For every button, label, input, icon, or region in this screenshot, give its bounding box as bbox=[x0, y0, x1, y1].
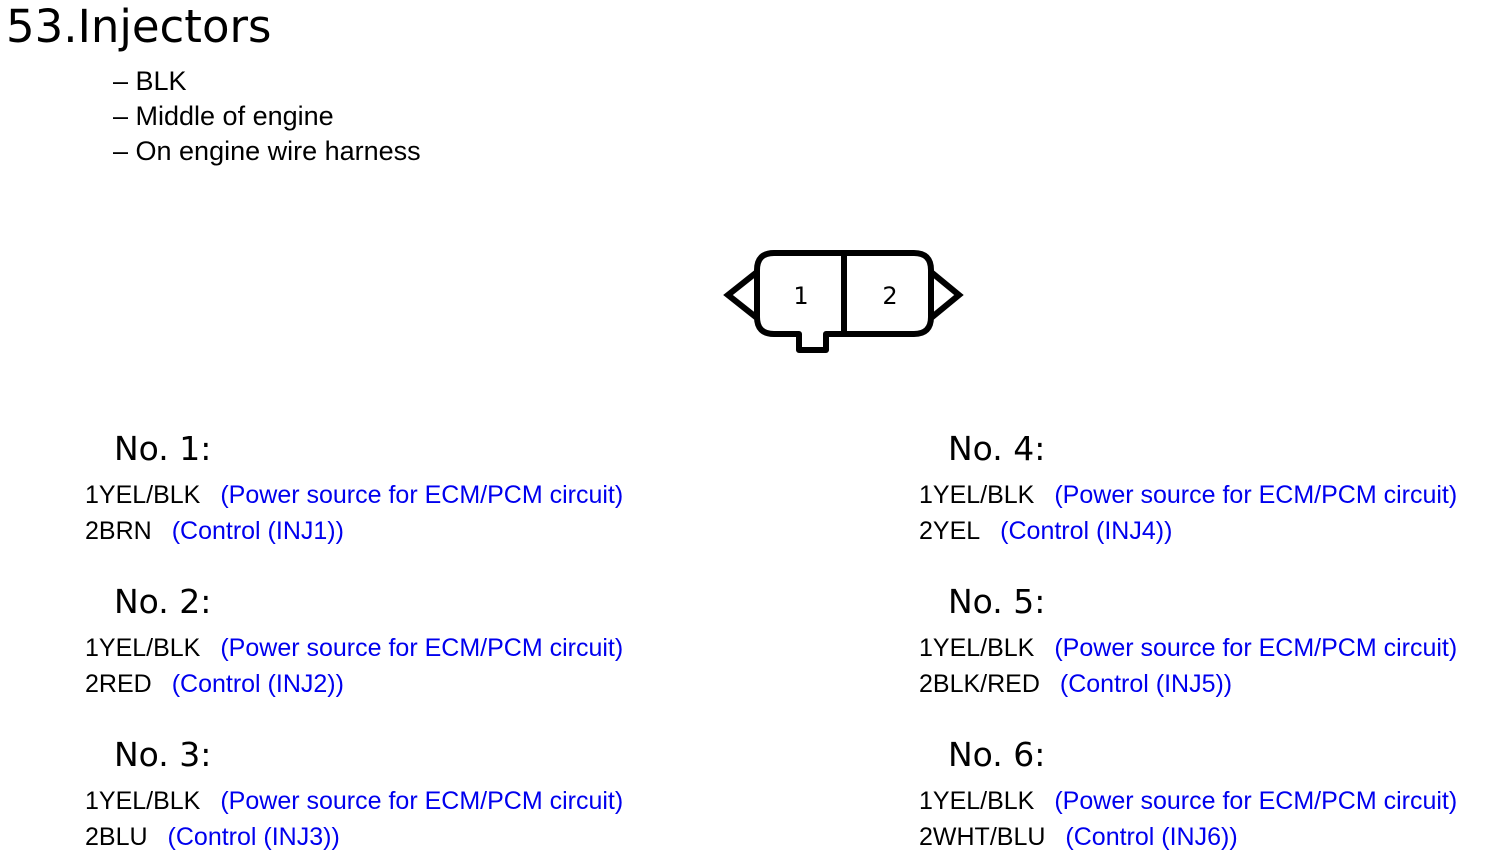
injector-heading: No. 5: bbox=[948, 582, 1046, 621]
injector-1: No. 1: 1YEL/BLK (Power source for ECM/PCM… bbox=[85, 429, 745, 549]
pin-wire: 2WHT/BLU bbox=[919, 823, 1046, 851]
pin-description: (Control (INJ6)) bbox=[1065, 823, 1238, 851]
note-harness: – On engine wire harness bbox=[113, 136, 421, 166]
note-location: – Middle of engine bbox=[113, 101, 334, 131]
pin-row: 1YEL/BLK (Power source for ECM/PCM circui… bbox=[919, 477, 1494, 513]
injector-3: No. 3: 1YEL/BLK (Power source for ECM/PCM… bbox=[85, 735, 745, 855]
injector-5: No. 5: 1YEL/BLK (Power source for ECM/PCM… bbox=[919, 582, 1494, 702]
pin-description: (Control (INJ5)) bbox=[1059, 670, 1233, 698]
pin-wire: 2BRN bbox=[85, 517, 152, 545]
connector-pin-1: 1 bbox=[793, 282, 808, 310]
pin-wire: 1YEL/BLK bbox=[919, 481, 1035, 509]
connector-left-tab bbox=[723, 269, 759, 321]
pin-wire: 1YEL/BLK bbox=[85, 787, 201, 815]
pin-wire: 2YEL bbox=[919, 517, 981, 545]
injector-heading: No. 3: bbox=[114, 735, 212, 774]
injector-heading: No. 6: bbox=[948, 735, 1046, 774]
pin-row: 2BLK/RED (Control (INJ5)) bbox=[919, 666, 1494, 702]
pin-wire: 1YEL/BLK bbox=[919, 787, 1035, 815]
pin-row: 2WHT/BLU (Control (INJ6)) bbox=[919, 819, 1494, 855]
pin-description: (Power source for ECM/PCM circuit) bbox=[1054, 634, 1458, 662]
pin-description: (Control (INJ1)) bbox=[171, 517, 344, 545]
pin-row: 1YEL/BLK (Power source for ECM/PCM circui… bbox=[919, 630, 1494, 666]
connector-diagram: 1 2 bbox=[723, 250, 964, 353]
note-color: – BLK bbox=[113, 66, 187, 96]
connector-right-tab bbox=[929, 269, 964, 321]
section-number: 53. bbox=[6, 0, 78, 53]
injector-heading: No. 1: bbox=[114, 429, 212, 468]
pin-row: 2BRN (Control (INJ1)) bbox=[85, 513, 745, 549]
pin-row: 1YEL/BLK (Power source for ECM/PCM circui… bbox=[85, 477, 745, 513]
page-title: 53.Injectors bbox=[6, 1, 271, 53]
pin-row: 1YEL/BLK (Power source for ECM/PCM circui… bbox=[85, 783, 745, 819]
pin-wire: 2BLK/RED bbox=[919, 670, 1040, 698]
injector-2: No. 2: 1YEL/BLK (Power source for ECM/PCM… bbox=[85, 582, 745, 702]
pin-description: (Power source for ECM/PCM circuit) bbox=[220, 787, 624, 815]
connector-pin-2: 2 bbox=[882, 282, 897, 310]
connector-notes: – BLK – Middle of engine – On engine wir… bbox=[113, 64, 421, 169]
pin-row: 1YEL/BLK (Power source for ECM/PCM circui… bbox=[85, 630, 745, 666]
pin-description: (Control (INJ2)) bbox=[171, 670, 344, 698]
pin-description: (Power source for ECM/PCM circuit) bbox=[1054, 481, 1458, 509]
pin-wire: 2BLU bbox=[85, 823, 148, 851]
section-title: Injectors bbox=[77, 0, 272, 53]
injector-4: No. 4: 1YEL/BLK (Power source for ECM/PCM… bbox=[919, 429, 1494, 549]
pin-wire: 1YEL/BLK bbox=[85, 481, 201, 509]
pin-wire: 1YEL/BLK bbox=[919, 634, 1035, 662]
pin-row: 2BLU (Control (INJ3)) bbox=[85, 819, 745, 855]
pin-description: (Control (INJ3)) bbox=[167, 823, 340, 851]
pin-description: (Control (INJ4)) bbox=[1000, 517, 1173, 545]
pin-wire: 2RED bbox=[85, 670, 152, 698]
pin-wire: 1YEL/BLK bbox=[85, 634, 201, 662]
pin-description: (Power source for ECM/PCM circuit) bbox=[220, 481, 624, 509]
injector-heading: No. 2: bbox=[114, 582, 212, 621]
injector-heading: No. 4: bbox=[948, 429, 1046, 468]
pin-row: 1YEL/BLK (Power source for ECM/PCM circui… bbox=[919, 783, 1494, 819]
pin-description: (Power source for ECM/PCM circuit) bbox=[220, 634, 624, 662]
pin-row: 2RED (Control (INJ2)) bbox=[85, 666, 745, 702]
pin-row: 2YEL (Control (INJ4)) bbox=[919, 513, 1494, 549]
pin-description: (Power source for ECM/PCM circuit) bbox=[1054, 787, 1458, 815]
injector-6: No. 6: 1YEL/BLK (Power source for ECM/PCM… bbox=[919, 735, 1494, 855]
